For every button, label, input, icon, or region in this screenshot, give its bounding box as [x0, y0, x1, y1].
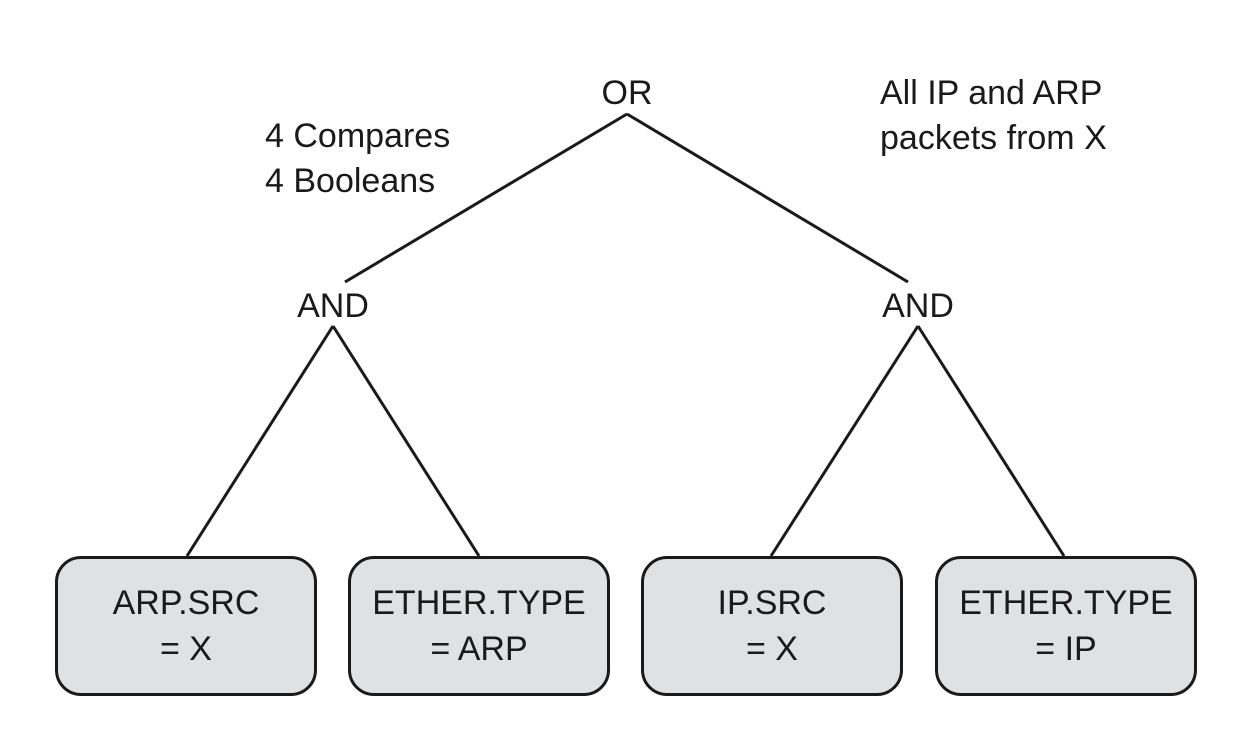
edge-and-left-to-leaf-1 — [185, 325, 335, 557]
description-note: All IP and ARP packets from X — [880, 71, 1107, 161]
description-line-1: All IP and ARP — [880, 74, 1103, 112]
and-node-right: AND — [882, 287, 954, 325]
edge-or-to-and-left — [344, 112, 628, 284]
leaf-arp-src-field: ARP.SRC — [112, 584, 260, 622]
leaf-ip-src: IP.SRC = X — [641, 556, 903, 696]
edge-and-right-to-leaf-3 — [769, 325, 920, 557]
cost-compares: 4 Compares — [265, 117, 451, 155]
leaf-ip-src-field: IP.SRC — [717, 584, 827, 622]
leaf-ip-src-value: = X — [746, 630, 798, 668]
cost-booleans: 4 Booleans — [265, 162, 436, 200]
leaf-ether-type-ip-value: = IP — [1035, 630, 1097, 668]
and-node-left: AND — [297, 287, 369, 325]
leaf-ether-type-arp-field: ETHER.TYPE — [372, 584, 586, 622]
edge-or-to-and-right — [626, 112, 909, 284]
leaf-ether-type-arp: ETHER.TYPE = ARP — [348, 556, 610, 696]
edge-and-left-to-leaf-2 — [331, 325, 481, 557]
edge-and-right-to-leaf-4 — [916, 325, 1066, 557]
leaf-arp-src-value: = X — [160, 630, 212, 668]
leaf-ether-type-arp-value: = ARP — [430, 630, 528, 668]
description-line-2: packets from X — [880, 119, 1107, 157]
cost-note: 4 Compares 4 Booleans — [265, 114, 450, 204]
leaf-ether-type-ip-field: ETHER.TYPE — [959, 584, 1173, 622]
leaf-ether-type-ip: ETHER.TYPE = IP — [935, 556, 1197, 696]
or-node: OR — [601, 74, 653, 112]
leaf-arp-src: ARP.SRC = X — [55, 556, 317, 696]
